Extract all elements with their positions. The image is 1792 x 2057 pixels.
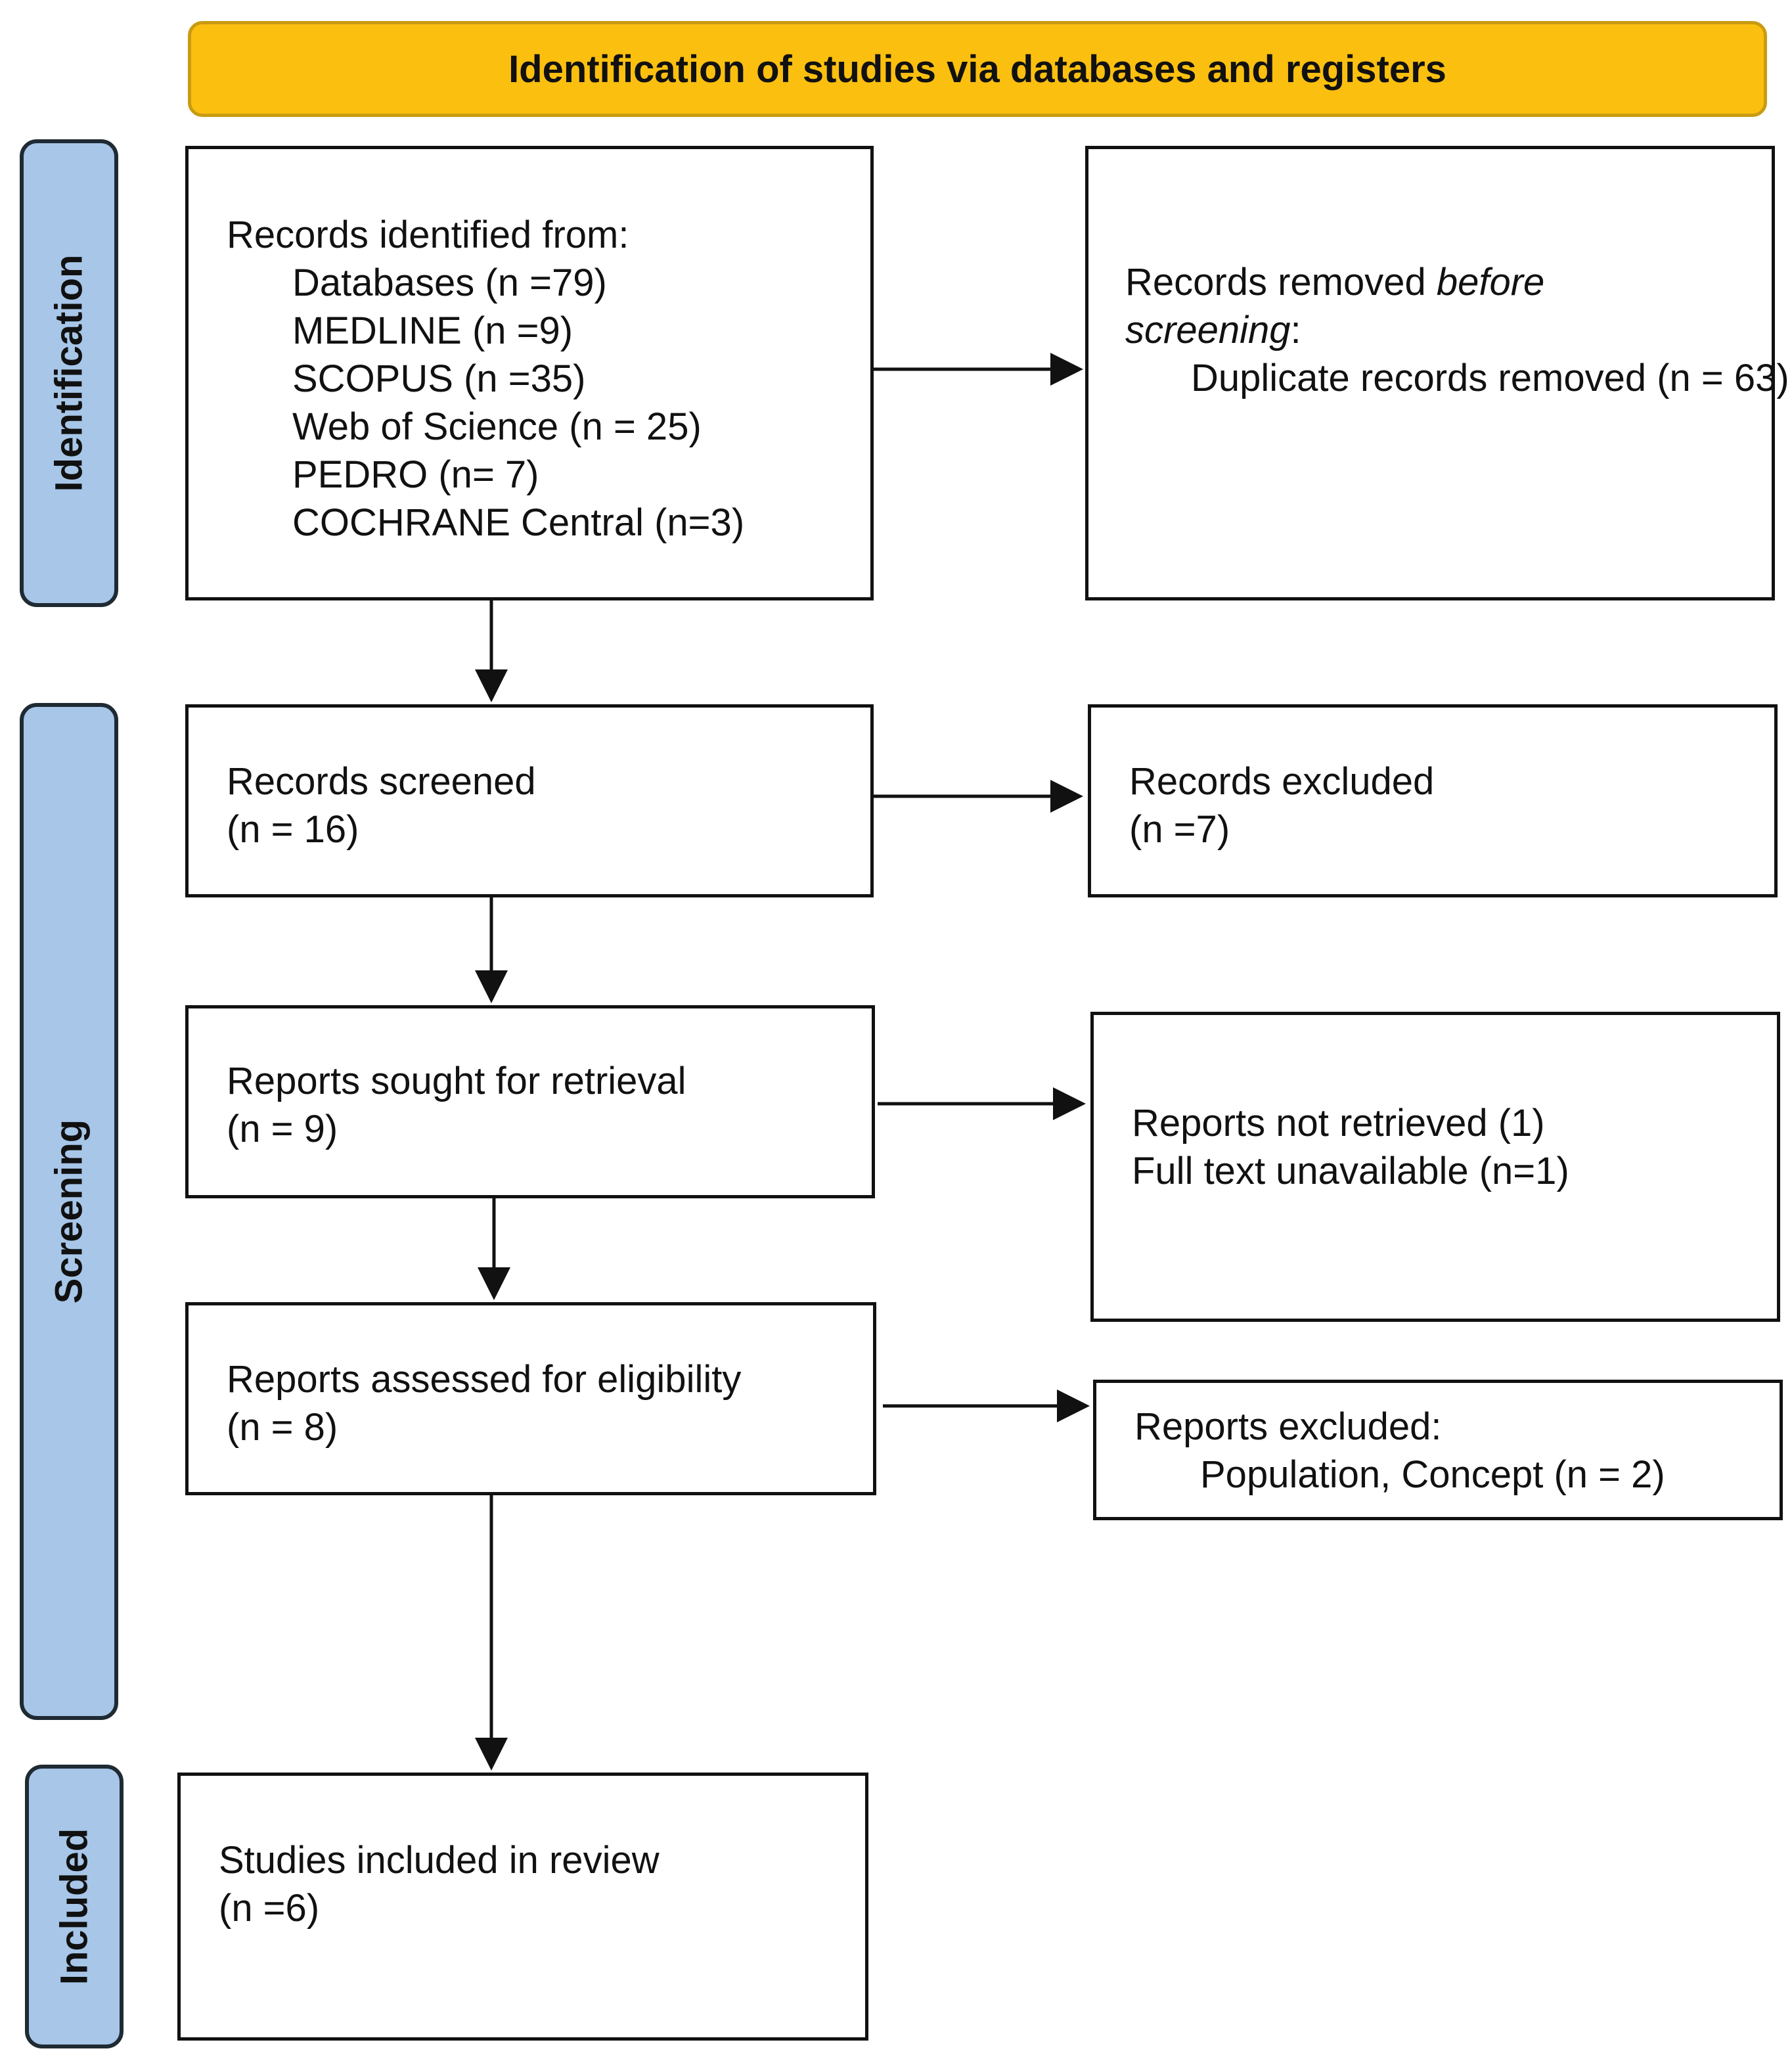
studies-included-label: Studies included in review (219, 1839, 660, 1882)
reports-assessed-label: Reports assessed for eligibility (227, 1358, 742, 1401)
header-banner: Identification of studies via databases … (188, 21, 1767, 117)
records-removed-screening: screening (1125, 309, 1291, 351)
reports-not-retrieved-box: Reports not retrieved (1) Full text unav… (1090, 1012, 1780, 1322)
source-medline: MEDLINE (n =9) (292, 309, 573, 352)
source-databases: Databases (n =79) (292, 261, 607, 304)
stage-identification: Identification (20, 139, 118, 607)
reports-not-retrieved-label: Reports not retrieved (1) (1132, 1102, 1545, 1144)
reports-excluded-box: Reports excluded: Population, Concept (n… (1093, 1380, 1783, 1520)
reports-excluded-reason: Population, Concept (n = 2) (1200, 1453, 1665, 1496)
records-removed-colon: : (1290, 309, 1301, 351)
source-web-of-science: Web of Science (n = 25) (292, 405, 702, 448)
studies-included-count: (n =6) (219, 1887, 320, 1930)
reports-sought-label: Reports sought for retrieval (227, 1060, 686, 1102)
records-identified-heading: Records identified from: (227, 214, 629, 256)
records-removed-heading-line2: screening: (1125, 306, 1745, 354)
records-identified-box: Records identified from: Databases (n =7… (185, 146, 874, 600)
duplicate-records-removed: Duplicate records removed (n = 63) (1191, 357, 1789, 399)
source-scopus: SCOPUS (n =35) (292, 357, 586, 400)
stage-included: Included (25, 1765, 123, 2048)
reports-excluded-heading: Reports excluded: (1134, 1405, 1442, 1448)
reports-sought-count: (n = 9) (227, 1108, 338, 1150)
studies-included-box: Studies included in review (n =6) (177, 1773, 868, 2041)
source-cochrane: COCHRANE Central (n=3) (292, 501, 745, 544)
source-pedro: PEDRO (n= 7) (292, 453, 539, 496)
reports-assessed-count: (n = 8) (227, 1406, 338, 1449)
stage-screening: Screening (20, 703, 118, 1720)
records-screened-label: Records screened (227, 760, 536, 803)
full-text-unavailable: Full text unavailable (n=1) (1132, 1150, 1569, 1192)
records-excluded-label: Records excluded (1129, 760, 1435, 803)
records-removed-before: before (1436, 261, 1545, 304)
records-removed-box: Records removed before screening: Duplic… (1085, 146, 1789, 600)
header-title: Identification of studies via databases … (508, 47, 1446, 91)
records-removed-heading-prefix: Records removed (1125, 261, 1437, 304)
records-removed-heading-line1: Records removed before (1125, 258, 1745, 306)
records-excluded-box: Records excluded (n =7) (1088, 704, 1778, 897)
reports-sought-box: Reports sought for retrieval (n = 9) (185, 1005, 875, 1198)
records-excluded-count: (n =7) (1129, 808, 1230, 851)
records-screened-count: (n = 16) (227, 808, 359, 851)
reports-assessed-box: Reports assessed for eligibility (n = 8) (185, 1302, 876, 1495)
records-screened-box: Records screened (n = 16) (185, 704, 874, 897)
